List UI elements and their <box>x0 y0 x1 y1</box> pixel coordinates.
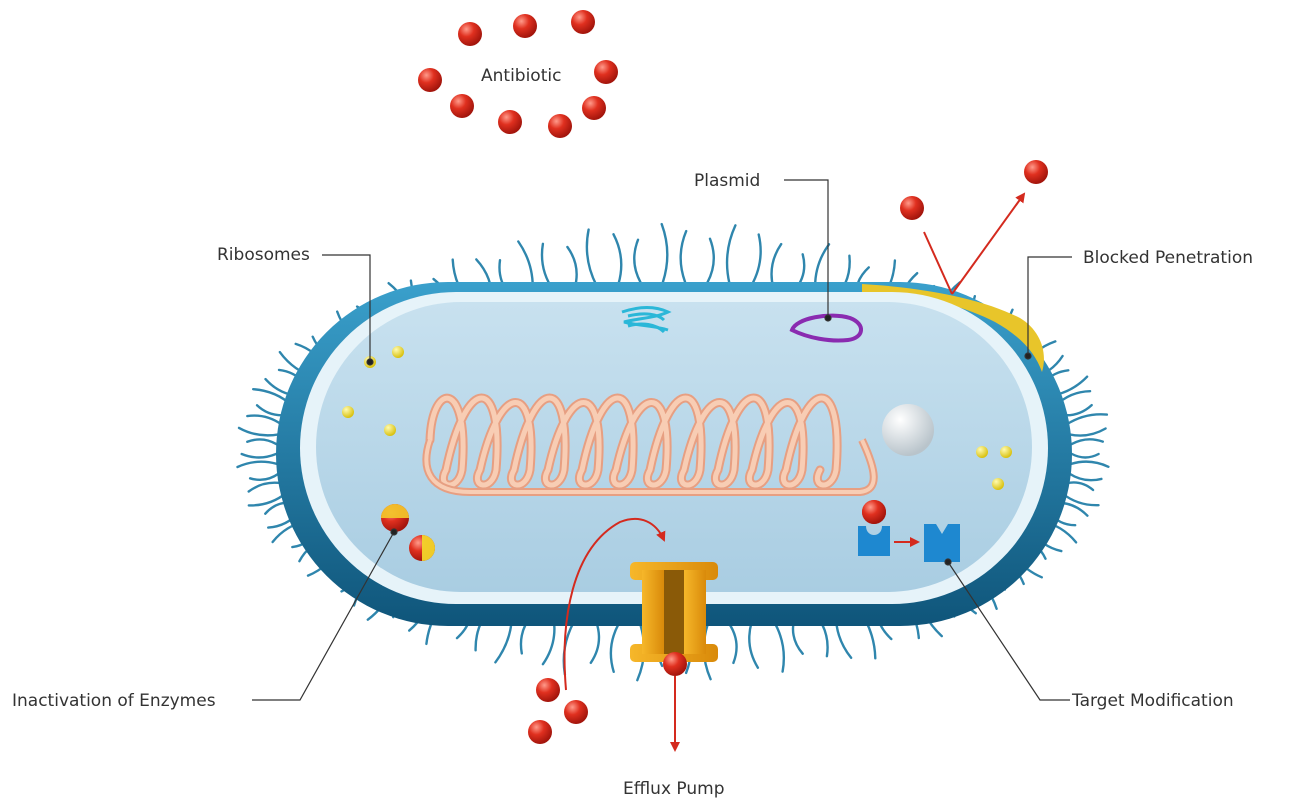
penetration-out-arrow <box>952 194 1024 294</box>
flagellum <box>1071 439 1102 444</box>
target-modification-label: Target Modification <box>1071 691 1234 711</box>
flagellum <box>591 623 599 663</box>
flagellum <box>727 225 735 283</box>
flagellum <box>239 428 279 435</box>
flagellum <box>1071 462 1108 467</box>
flagellum <box>587 230 597 286</box>
inactivation-of-enzymes-label: Inactivation of Enzymes <box>12 691 216 711</box>
flagellum <box>249 483 282 492</box>
antibiotic-molecule <box>900 196 924 220</box>
ribosome <box>392 346 404 358</box>
flagellum <box>238 462 277 467</box>
flagellum <box>662 224 668 282</box>
ribosome <box>342 406 354 418</box>
efflux-pump-label: Efflux Pump <box>623 779 725 799</box>
flagellum <box>681 231 687 282</box>
antibiotic-molecule <box>862 500 886 524</box>
flagellum <box>752 235 761 286</box>
antibiotic-label: Antibiotic <box>481 66 561 86</box>
ribosomes-label: Ribosomes <box>217 245 310 265</box>
flagellum <box>567 247 576 288</box>
flagellum <box>242 454 276 458</box>
flagellum <box>1069 474 1101 481</box>
flagellum <box>247 439 276 444</box>
antibiotic-molecule <box>1024 160 1048 184</box>
ribosome <box>1000 446 1012 458</box>
ribosome <box>976 446 988 458</box>
antibiotic-molecule <box>458 22 482 46</box>
vesicle <box>882 404 934 456</box>
antibiotic-molecule <box>594 60 618 84</box>
antibiotic-molecule <box>513 14 537 38</box>
antibiotic-molecule <box>663 652 687 676</box>
flagellum <box>1069 429 1105 436</box>
flagellum <box>773 620 784 671</box>
ribosome <box>992 478 1004 490</box>
flagellum <box>749 623 758 668</box>
antibiotic-molecule <box>418 68 442 92</box>
antibiotic-molecule <box>450 94 474 118</box>
flagellum <box>611 624 619 672</box>
flagellum <box>730 624 737 663</box>
ribosome <box>384 424 396 436</box>
efflux-pump <box>630 562 718 662</box>
antibiotic-molecule <box>498 110 522 134</box>
flagellum <box>247 416 281 425</box>
flagellum <box>1066 482 1093 490</box>
antibiotic-molecule <box>564 700 588 724</box>
flagellum <box>634 240 640 283</box>
antibiotic-molecule <box>536 678 560 702</box>
antibiotic-molecule <box>571 10 595 34</box>
blocked-penetration-label: Blocked Penetration <box>1083 248 1253 268</box>
flagellum <box>1072 454 1099 458</box>
flagellum <box>614 234 622 283</box>
flagellum <box>250 474 279 480</box>
flagellum <box>707 239 713 283</box>
flagellum <box>772 244 782 288</box>
plasmid-label: Plasmid <box>694 171 760 191</box>
antibiotic-molecule <box>582 96 606 120</box>
antibiotic-molecule <box>528 720 552 744</box>
antibiotic-molecule <box>548 114 572 138</box>
